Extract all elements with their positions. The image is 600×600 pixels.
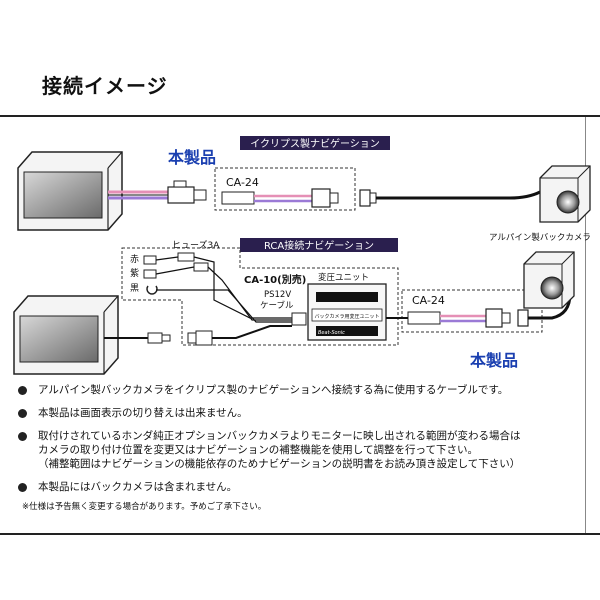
brand-small: Beat-Sonic	[318, 330, 345, 336]
bullet-icon	[18, 409, 27, 418]
bullet-icon	[18, 483, 27, 492]
note-item: 取付けされているホンダ純正オプションバックカメラよりモニターに映し出される範囲が…	[16, 429, 581, 471]
lower-camera	[523, 251, 575, 309]
bullet-icon	[18, 432, 27, 441]
note-text: 取付けされているホンダ純正オプションバックカメラよりモニターに映し出される範囲が…	[38, 430, 521, 442]
page-title: 接続イメージ	[42, 74, 168, 98]
footnote: ※仕様は予告無く変更する場合があります。予めご了承下さい。	[22, 502, 267, 512]
lower-product-label: 本製品	[470, 351, 518, 370]
note-item: 本製品は画面表示の切り替えは出来ません。	[16, 406, 581, 420]
note-text: 本製品は画面表示の切り替えは出来ません。	[38, 407, 248, 419]
upper-product-bracket	[214, 167, 356, 211]
converter-unit	[307, 283, 387, 341]
note-text: カメラの取り付け位置を変更又はナビゲーションの補整機能を使用して調整を行って下さ…	[38, 444, 478, 456]
note-text: アルパイン製バックカメラをイクリプス製のナビゲーションへ接続する為に使用するケー…	[38, 384, 509, 396]
upper-cable-name: CA-24	[226, 176, 259, 189]
wire-red-label: 赤	[130, 254, 139, 265]
converter-plate: バックカメラ用変圧ユニット	[314, 313, 379, 320]
wire-black-label: 黒	[130, 283, 139, 294]
note-text: （補整範囲はナビゲーションの機能依存のためナビゲーションの説明書をお読み頂き設定…	[38, 458, 521, 470]
lower-header-bar	[240, 238, 398, 252]
ca10-bracket	[121, 247, 399, 346]
upper-product-label: 本製品	[168, 148, 216, 167]
bullet-icon	[18, 386, 27, 395]
camera-label: アルパイン製バックカメラ	[489, 232, 591, 243]
fuse-label: ヒューズ3A	[172, 239, 220, 251]
power-wire-connectors	[143, 252, 209, 295]
upper-header-text: イクリプス製ナビゲーション	[250, 137, 380, 150]
note-item: 本製品にはバックカメラは含まれません。	[16, 480, 581, 494]
lower-cable-name: CA-24	[412, 294, 445, 307]
ps12v-line2: ケーブル	[260, 300, 294, 311]
lower-product-bracket	[401, 289, 543, 333]
upper-navigation-monitor	[17, 151, 123, 231]
converter-label: 変圧ユニット	[318, 272, 369, 283]
upper-camera	[539, 165, 591, 223]
lower-header-text: RCA接続ナビゲーション	[264, 239, 374, 252]
notes-list: アルパイン製バックカメラをイクリプス製のナビゲーションへ接続する為に使用するケー…	[16, 383, 581, 523]
note-item: アルパイン製バックカメラをイクリプス製のナビゲーションへ接続する為に使用するケー…	[16, 383, 581, 397]
ps12v-line1: PS12V	[264, 290, 291, 300]
note-text: 本製品にはバックカメラは含まれません。	[38, 481, 238, 493]
wire-purple-label: 紫	[130, 268, 139, 279]
ca10-label: CA-10(別売)	[244, 273, 306, 286]
lower-navigation-monitor	[13, 295, 119, 375]
diagram-frame	[0, 115, 600, 535]
upper-header-bar	[240, 136, 390, 150]
